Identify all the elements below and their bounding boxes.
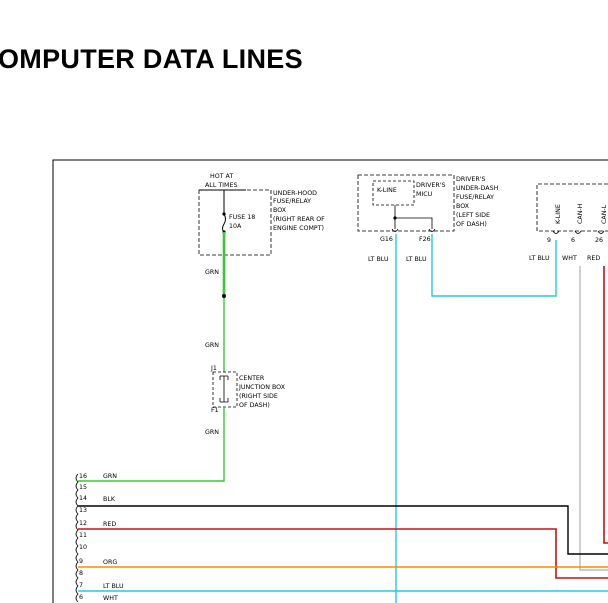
under-hood-fuse-box: HOT AT ALL TIMES UNDER-HOOD FUSE/RELAY B… <box>198 173 325 256</box>
fuse-label-2: 10A <box>229 223 242 230</box>
right-conn-pin-26: 26 <box>595 237 603 244</box>
fuse-box-name-1: UNDER-HOOD <box>273 190 317 197</box>
micu-pin-g16: G16 <box>380 236 393 243</box>
micu-box-name-2: UNDER-DASH <box>456 185 499 192</box>
hot-at-label-1: HOT AT <box>210 173 233 180</box>
right-conn-label-can-h: CAN-H <box>577 203 584 224</box>
red-wire-pin12 <box>78 528 608 579</box>
dlc-pin-7: 7 <box>79 582 83 589</box>
right-conn-pin-6: 6 <box>571 237 575 244</box>
dlc-wire-label-grn: GRN <box>103 473 117 480</box>
blk-wire-pin14 <box>78 505 608 555</box>
junction-box-outline <box>212 371 238 408</box>
micu-box-name-4: BOX <box>456 203 470 210</box>
dlc-pin-13: 13 <box>79 507 87 514</box>
dlc-wire-label-lt-blu: LT BLU <box>103 583 124 590</box>
center-junction-box: J1 F1 CENTER JUNCTION BOX (RIGHT SIDE OF… <box>210 365 286 414</box>
wht-wire-can-h <box>579 266 608 571</box>
right-conn-terminal-6 <box>574 230 582 234</box>
wire-label-grn-top: GRN <box>205 269 219 276</box>
wire-label-grn-mid: GRN <box>205 342 219 349</box>
dlc-connector: 16 15 14 13 12 11 10 9 8 7 6 GRN BLK RED… <box>75 473 124 603</box>
right-conn-label-can-l: CAN-L <box>601 204 608 224</box>
fuse-box-name-2: FUSE/RELAY <box>273 198 311 205</box>
right-connector: K-LINE CAN-H CAN-L 9 6 26 LT BLU WHT RED <box>529 183 608 262</box>
dlc-pin-12: 12 <box>79 520 87 527</box>
right-conn-terminal-26 <box>597 230 605 234</box>
right-connector-outline <box>536 183 608 232</box>
micu-inner-box <box>372 180 415 206</box>
fuse-symbol <box>222 213 226 233</box>
micu-pin-f26: F26 <box>419 236 431 243</box>
dlc-pin-8: 8 <box>79 570 83 577</box>
lt-blu-wire-f26-to-kline <box>431 234 557 297</box>
right-conn-wire-lt-blu: LT BLU <box>529 255 550 262</box>
diagram-frame <box>52 159 608 603</box>
grn-wire-to-dlc <box>78 407 225 482</box>
red-wire-can-l <box>603 266 608 544</box>
fuse-terminal-top <box>222 212 226 216</box>
fuse-box-name-4: (RIGHT REAR OF <box>273 216 325 223</box>
fuse-label-1: FUSE 18 <box>229 214 255 221</box>
junction-box-name-3: (RIGHT SIDE <box>239 393 278 400</box>
micu-name-2: MICU <box>416 191 433 198</box>
wire-label-lt-blu-left: LT BLU <box>368 256 389 263</box>
dlc-pin-16: 16 <box>79 473 87 480</box>
micu-internal-wiring <box>394 205 433 229</box>
dlc-pin-14: 14 <box>79 495 87 502</box>
micu-terminal-f26 <box>428 228 436 232</box>
micu-terminal-g16 <box>391 228 399 232</box>
fuse-box-name-5: ENGINE COMPT) <box>273 225 324 232</box>
micu-box-name-3: FUSE/RELAY <box>456 194 494 201</box>
right-conn-wire-red: RED <box>587 255 600 262</box>
junction-box-name-1: CENTER <box>239 375 265 382</box>
right-conn-wire-wht: WHT <box>562 255 577 262</box>
wire-label-lt-blu-right: LT BLU <box>406 256 427 263</box>
dlc-wire-label-org: ORG <box>103 559 117 566</box>
micu-junction-dot <box>393 216 397 220</box>
right-conn-terminal-9 <box>552 230 560 234</box>
junction-pin-bottom: F1 <box>211 407 219 414</box>
page-title: OMPUTER DATA LINES <box>0 44 303 74</box>
dlc-pin-15: 15 <box>79 484 87 491</box>
dlc-wire-label-red: RED <box>103 521 116 528</box>
dlc-wire-label-blk: BLK <box>103 496 116 503</box>
dlc-connector-outline <box>75 473 79 603</box>
dlc-pin-11: 11 <box>79 532 87 539</box>
junction-connector-symbol <box>219 375 229 403</box>
micu-fuse-box-outline <box>357 174 455 232</box>
fuse-box-outline <box>198 189 272 256</box>
splice-point <box>222 294 226 298</box>
drivers-micu: K-LINE DRIVER'S MICU DRIVER'S UNDER-DASH… <box>357 174 499 243</box>
dlc-pin-9: 9 <box>79 558 83 565</box>
right-conn-pin-9: 9 <box>547 237 551 244</box>
wire-label-grn-bottom: GRN <box>205 429 219 436</box>
junction-pin-top: J1 <box>210 365 217 372</box>
micu-box-name-1: DRIVER'S <box>456 176 485 183</box>
dlc-wire-label-wht: WHT <box>103 595 118 602</box>
micu-box-name-6: OF DASH) <box>456 221 487 228</box>
micu-name-1: DRIVER'S <box>416 182 445 189</box>
junction-box-name-4: OF DASH) <box>239 402 270 409</box>
micu-box-name-5: (LEFT SIDE <box>456 212 490 219</box>
dlc-pin-10: 10 <box>79 544 87 551</box>
right-conn-label-kline: K-LINE <box>555 204 562 224</box>
micu-kline-label: K-LINE <box>377 187 397 194</box>
dlc-pin-6: 6 <box>79 594 83 601</box>
fuse-box-name-3: BOX <box>273 207 287 214</box>
hot-at-label-2: ALL TIMES <box>205 182 237 189</box>
junction-box-name-2: JUNCTION BOX <box>238 384 286 391</box>
